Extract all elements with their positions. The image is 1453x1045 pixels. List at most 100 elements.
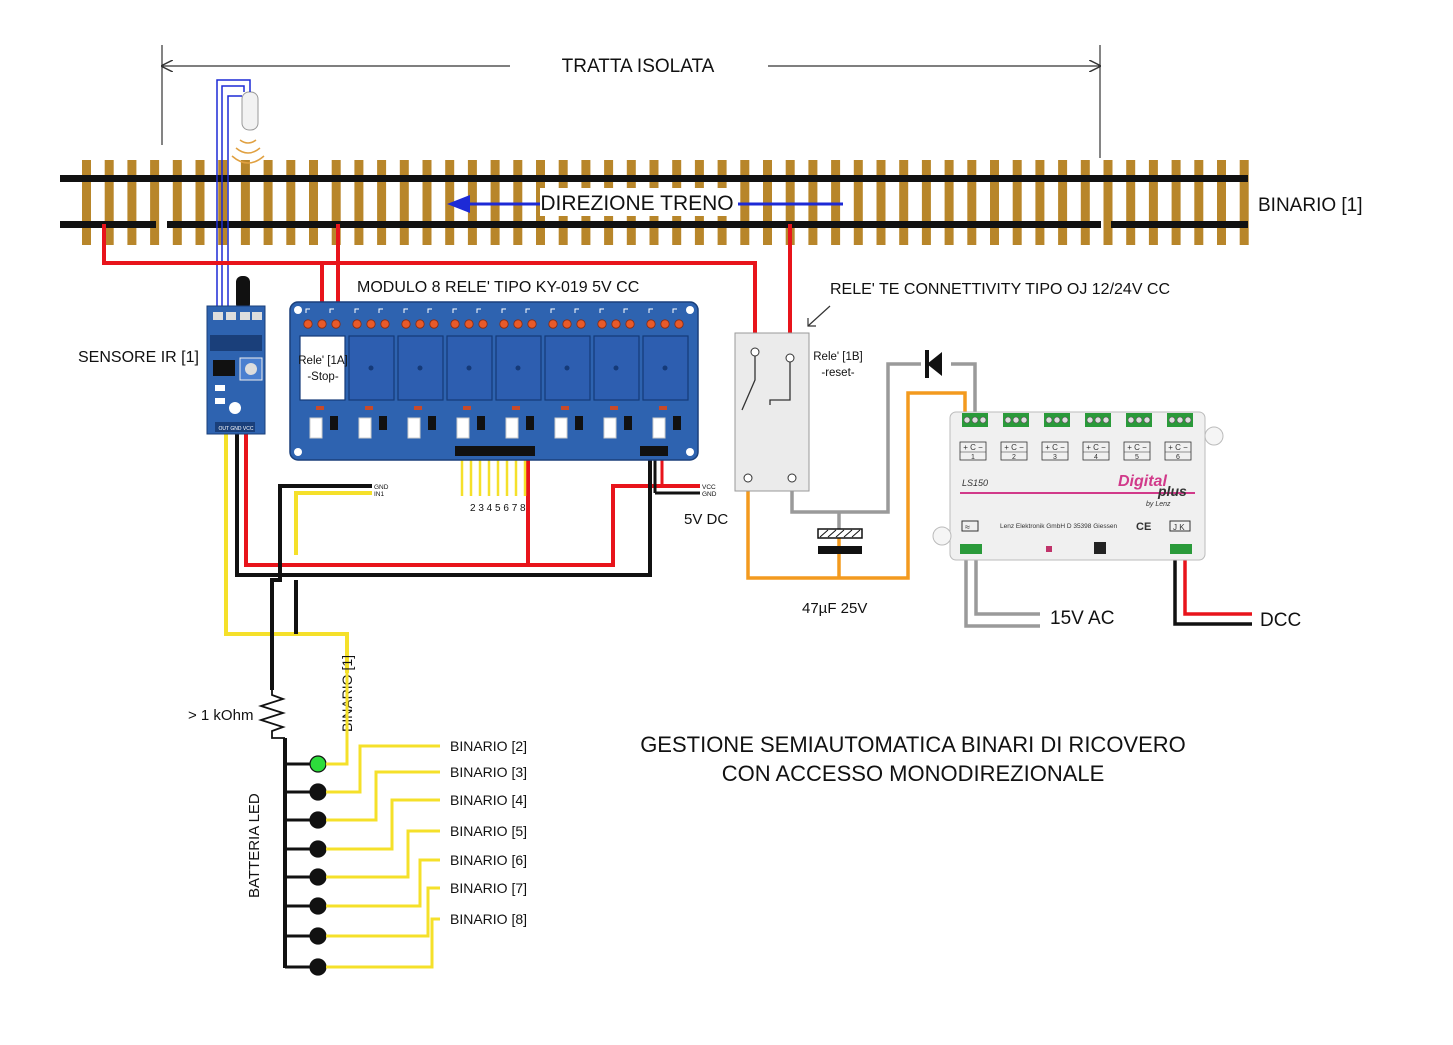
relay-terminal-screw [562, 319, 572, 329]
ir-led-icon [231, 91, 265, 164]
track-sleeper [1058, 160, 1068, 245]
ls150-output-box [1041, 441, 1069, 461]
title-line-1: GESTIONE SEMIAUTOMATICA BINARI DI RICOVE… [640, 732, 1186, 757]
ls150-output-number: 3 [1053, 454, 1057, 461]
track-sleeper [263, 160, 273, 245]
ls150-output-signs: + C − [1127, 443, 1147, 452]
direzione-treno: DIREZIONE TRENO [447, 188, 843, 216]
track-rail-bottom-left [60, 221, 156, 228]
relay-terminal-screw [611, 319, 621, 329]
relay-transistor [526, 416, 534, 430]
relay-transistor [379, 416, 387, 430]
binario-label: BINARIO [4] [450, 792, 527, 808]
relay-terminal-screw [478, 319, 488, 329]
relay-terminal-screw [366, 319, 376, 329]
relay-terminal-screw [331, 319, 341, 329]
track-sleeper [399, 160, 409, 245]
relay-terminal-screw [527, 319, 537, 329]
track-sleeper [899, 160, 909, 245]
resistor-label: > 1 kOhm [188, 707, 253, 724]
led [309, 958, 327, 976]
batteria-led-label: BATTERIA LED [246, 793, 263, 898]
binario-wire [326, 770, 440, 822]
digital-logo: Digital [1118, 473, 1167, 490]
dcc-label: DCC [1260, 610, 1301, 631]
track-sleeper [921, 160, 931, 245]
ir-pin-labels: OUT GND VCC [219, 426, 254, 432]
diode-icon [921, 350, 951, 378]
binario-1-track-label: BINARIO [1] [1258, 195, 1363, 216]
track-sleeper [1126, 160, 1136, 245]
binario-wire [326, 917, 440, 969]
track-sleeper [127, 160, 137, 245]
relay-bottom-components [309, 406, 681, 439]
ls150-output-signs: + C − [1045, 443, 1065, 452]
relay-terminal-screw [450, 319, 460, 329]
ls150-output-box [1164, 441, 1192, 461]
track-sleeper [195, 160, 205, 245]
tratta-isolata-dimension: TRATTA ISOLATA [162, 45, 1100, 158]
track-sleeper [309, 160, 318, 245]
relay-terminal-screw [415, 319, 425, 329]
ls150-output-number: 1 [971, 454, 975, 461]
relay-led-component [358, 417, 372, 439]
modulo-label: MODULO 8 RELE' TIPO KY-019 5V CC [357, 279, 639, 296]
track-sleeper [1080, 160, 1090, 245]
ce-mark: CE [1136, 521, 1151, 533]
relay-terminal-screw [380, 319, 390, 329]
relay-terminal-screw [401, 319, 411, 329]
track-sleeper [1035, 160, 1045, 245]
ac-symbol-icon: ≈ [965, 522, 970, 532]
capacitor-icon [817, 528, 863, 554]
relay-block [495, 335, 542, 401]
binario-label: BINARIO [7] [450, 880, 527, 896]
track-sleeper [853, 160, 863, 245]
track-sleeper [150, 160, 160, 245]
by-lenz-logo: by Lenz [1146, 501, 1171, 508]
gnd-label: GND [374, 484, 389, 491]
relay-terminal-screw [429, 319, 439, 329]
track-sleeper [1217, 160, 1226, 245]
ls150-output-number: 5 [1135, 454, 1139, 461]
track-sleeper [944, 160, 954, 245]
track-sleeper [1239, 160, 1249, 245]
track-sleeper [1012, 160, 1022, 245]
track-sleeper [377, 160, 387, 245]
relay-transistor [575, 416, 583, 430]
relay-block [299, 335, 346, 401]
relay-transistor [428, 416, 436, 430]
relay-terminal-screw [548, 319, 558, 329]
in1-label: IN1 [374, 491, 385, 498]
track-sleeper [104, 160, 114, 245]
relay-terminals [303, 308, 684, 329]
led-battery: BINARIO [2]BINARIO [3]BINARIO [4]BINARIO… [285, 673, 527, 976]
relay-terminal-screw [352, 319, 362, 329]
binario-label: BINARIO [6] [450, 852, 527, 868]
tratta-isolata-label: TRATTA ISOLATA [562, 56, 715, 77]
track-sleeper [354, 160, 364, 245]
relay-terminal-screw [317, 319, 327, 329]
relay-led-component [652, 417, 666, 439]
ls150-terminals [962, 413, 1193, 427]
led [309, 897, 327, 915]
binario-label: BINARIO [5] [450, 823, 527, 839]
rele-1b-line1: Rele' [1B] [813, 351, 863, 363]
relay-transistor [330, 416, 338, 430]
ls150-output-number: 6 [1176, 454, 1180, 461]
relay-block [446, 335, 493, 401]
relay-led-component [505, 417, 519, 439]
binario-wire [326, 886, 440, 938]
track-sleeper [172, 160, 182, 245]
binario-wire [326, 744, 440, 794]
rele-1a-line2: -Stop- [307, 371, 338, 383]
pins-label: 2 3 4 5 6 7 8 [470, 503, 526, 514]
relay-terminal-screw [499, 319, 509, 329]
track-sleeper [445, 160, 455, 245]
relay-transistor [624, 416, 632, 430]
binario-label: BINARIO [3] [450, 764, 527, 780]
led-green [309, 755, 327, 773]
relay-terminal-screw [625, 319, 635, 329]
ls150-output-box [1000, 441, 1028, 461]
track-sleeper [422, 160, 432, 245]
ir-blue-wires [216, 79, 251, 310]
